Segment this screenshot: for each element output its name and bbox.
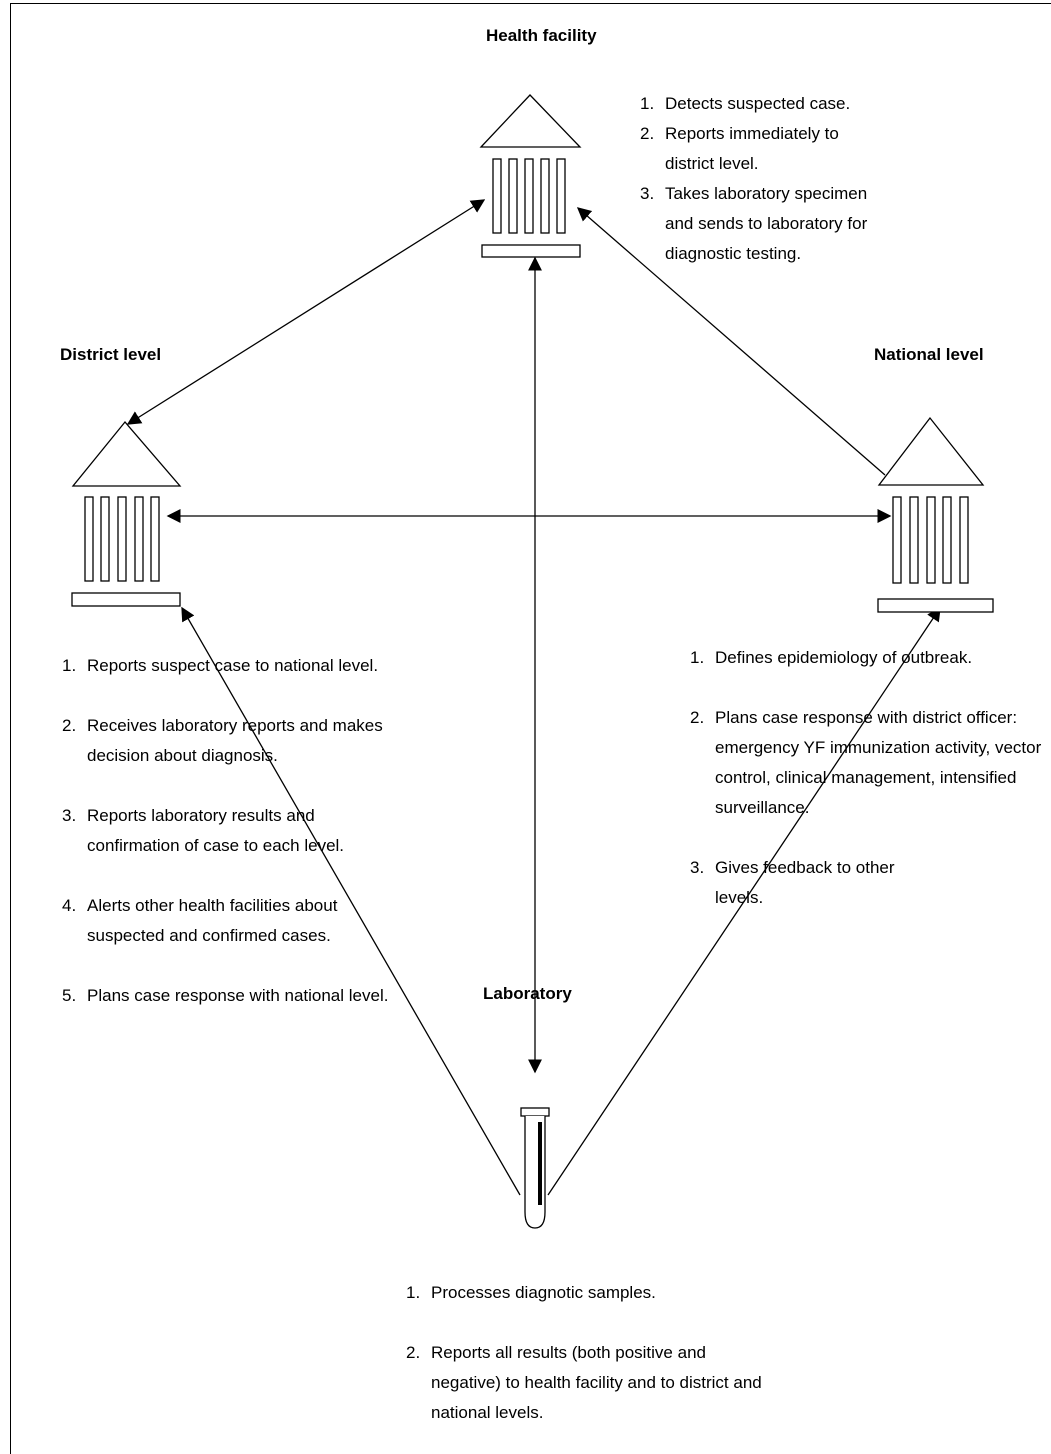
- connections: [126, 199, 941, 1196]
- laboratory-title: Laboratory: [483, 984, 572, 1003]
- national-steps: 1.Defines epidemiology of outbreak. 2.Pl…: [690, 643, 1045, 913]
- list-item: 5.Plans case response with national leve…: [62, 986, 389, 1005]
- list-item: 3.Reports laboratory results and confirm…: [62, 806, 345, 855]
- test-tube-icon: [520, 1107, 550, 1229]
- district-steps: 1.Reports suspect case to national level…: [62, 651, 392, 1011]
- list-item: 2.Receives laboratory reports and makes …: [62, 716, 383, 765]
- list-item: 2.Plans case response with district offi…: [690, 708, 1042, 817]
- list-item: 1.Processes diagnotic samples.: [406, 1283, 656, 1302]
- health-facility-steps: 1.Detects suspected case. 2.Reports imme…: [640, 89, 890, 269]
- list-item: 3.Takes laboratory specimen and sends to…: [640, 184, 868, 263]
- district-level-title: District level: [60, 345, 162, 364]
- health-facility-title: Health facility: [486, 26, 597, 45]
- list-item: 1.Reports suspect case to national level…: [62, 656, 379, 675]
- laboratory-steps: 1.Processes diagnotic samples. 2.Reports…: [406, 1278, 766, 1428]
- list-item: 2.Reports immediately to district level.: [640, 124, 839, 173]
- list-item: 4.Alerts other health facilities about s…: [62, 896, 338, 945]
- national-level-title: National level: [874, 345, 984, 364]
- health-facility-building-icon: [479, 94, 582, 258]
- national-building-icon: [877, 416, 994, 613]
- arrow-national-health-facility: [576, 207, 886, 476]
- district-building-icon: [71, 420, 182, 607]
- list-item: 1.Defines epidemiology of outbreak.: [690, 648, 973, 667]
- arrow-laboratory-district: [181, 606, 521, 1196]
- arrow-district-health-facility: [126, 199, 486, 425]
- list-item: 2.Reports all results (both positive and…: [406, 1343, 762, 1422]
- diagram-frame: [10, 3, 1051, 1454]
- list-item: 1.Detects suspected case.: [640, 94, 851, 113]
- arrow-laboratory-national: [547, 606, 941, 1196]
- list-item: 3.Gives feedback to other levels.: [690, 858, 895, 907]
